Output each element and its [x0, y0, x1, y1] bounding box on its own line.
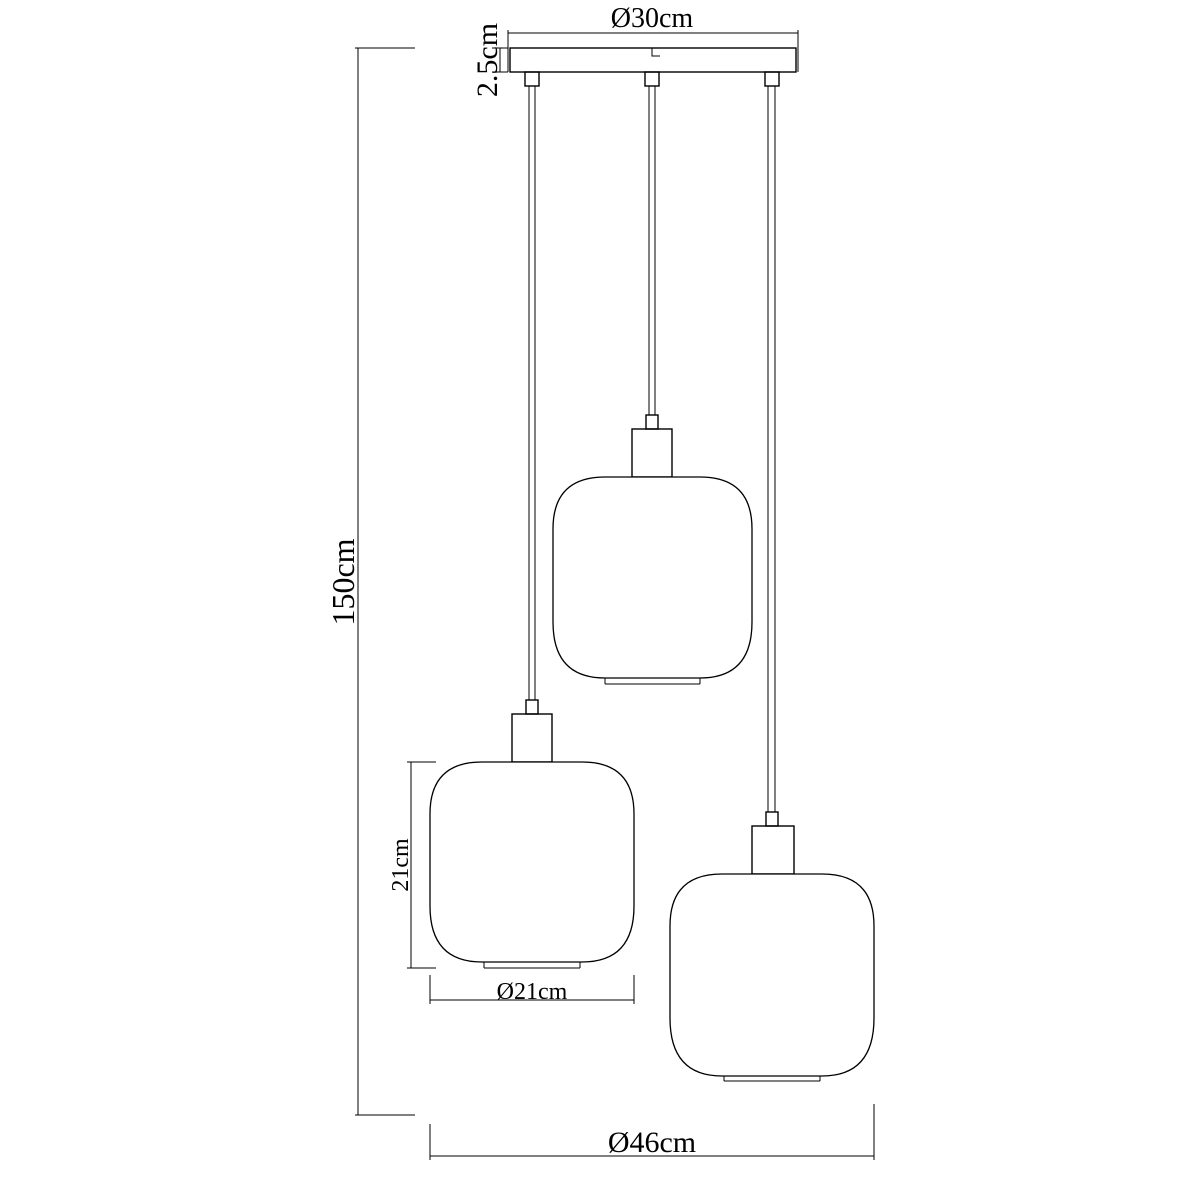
suspension-cables [528, 86, 776, 812]
canopy-diameter-label: Ø30cm [611, 3, 694, 34]
dimension-lines [355, 30, 875, 1160]
shade-diameter-label: Ø21cm [497, 979, 568, 1005]
total-height-label: 150cm [325, 538, 361, 625]
pendant-shade-left [429, 699, 635, 969]
shade-height-label: 21cm [388, 838, 414, 892]
pendant-shade-middle [552, 414, 753, 685]
overall-diameter-label: Ø46cm [608, 1126, 696, 1159]
canopy-height-label: 2.5cm [471, 23, 504, 97]
pendant-shade-right [669, 811, 875, 1082]
ceiling-canopy [509, 47, 797, 87]
